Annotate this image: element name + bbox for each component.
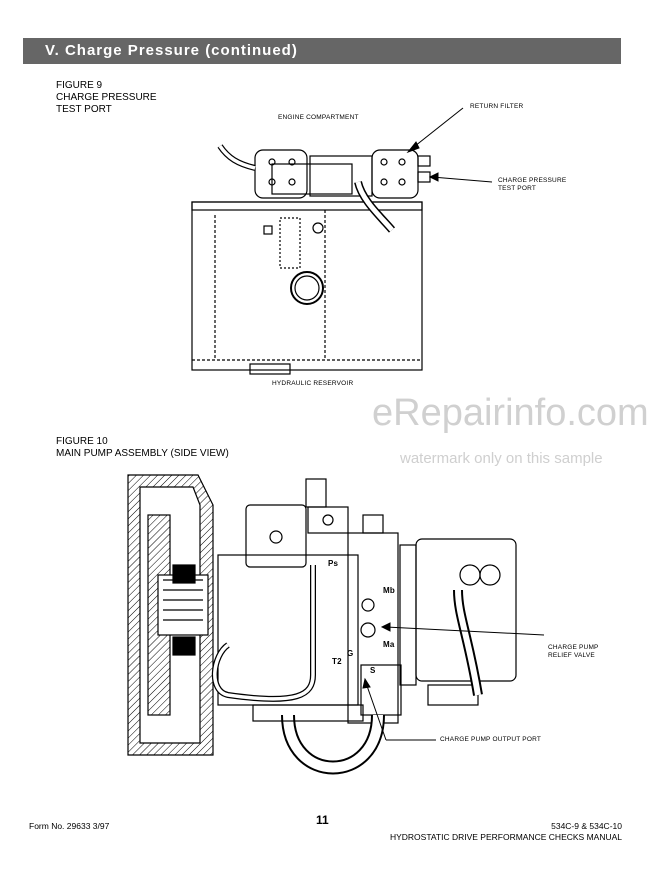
port-ma-label: Ma [383,640,395,649]
label-charge-pump-output-port: CHARGE PUMP OUTPUT PORT [440,736,542,743]
watermark-logo: eRepairinfo.com [372,392,649,434]
figure-10-caption: FIGURE 10 MAIN PUMP ASSEMBLY (SIDE VIEW) [56,436,229,459]
figure-9-caption: FIGURE 9 CHARGE PRESSURE TEST PORT [56,80,157,115]
label-charge-pump-relief-valve: CHARGE PUMP RELIEF VALVE [548,644,599,659]
label-return-filter: RETURN FILTER [470,103,524,110]
port-g-label: G [347,649,354,658]
figure-9-diagram [191,107,493,375]
section-header: V. Charge Pressure (continued) [23,38,621,64]
port-t2-label: T2 [332,657,342,666]
section-title: V. Charge Pressure (continued) [45,42,298,59]
port-mb-label: Mb [383,586,395,595]
footer-manual-title: HYDROSTATIC DRIVE PERFORMANCE CHECKS MAN… [389,832,622,842]
watermark-note: watermark only on this sample [400,450,603,467]
label-charge-pressure-test-port: CHARGE PRESSURE TEST PORT [498,177,567,192]
figure-10-diagram [127,474,545,775]
port-ps-label: Ps [328,559,339,568]
footer-model: 534C-9 & 534C-10 [551,821,622,831]
label-engine-compartment: ENGINE COMPARTMENT [278,114,359,121]
footer-page-number: 11 [316,813,329,827]
port-s-label: S [370,666,376,675]
label-hydraulic-reservoir: HYDRAULIC RESERVOIR [272,380,354,387]
footer-form-number: Form No. 29633 3/97 [29,821,110,831]
